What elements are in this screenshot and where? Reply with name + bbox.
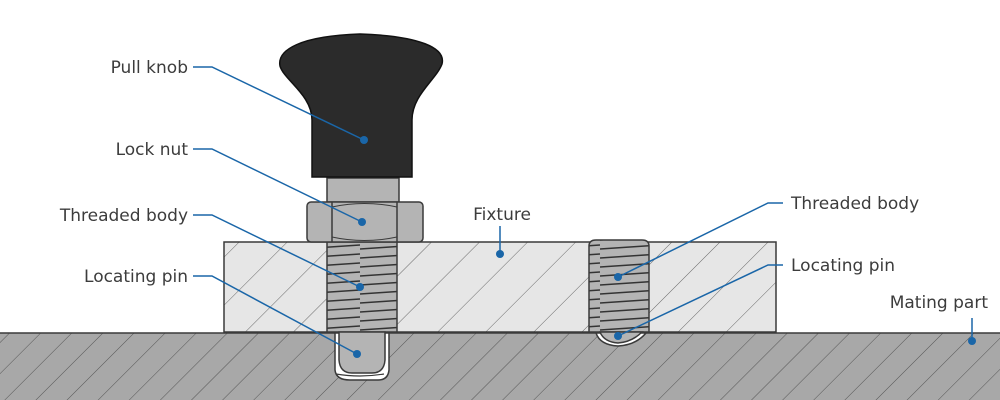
mating-part — [0, 332, 1000, 400]
label-locating-pin-left: Locating pin — [84, 267, 188, 287]
labels: Pull knob Lock nut Threaded body Locatin… — [59, 58, 988, 313]
pull-knob-shape — [279, 33, 444, 178]
label-lock-nut: Lock nut — [116, 140, 189, 160]
label-threaded-body-left: Threaded body — [59, 206, 188, 226]
leader-lines — [193, 66, 976, 358]
label-pull-knob: Pull knob — [111, 58, 188, 78]
label-mating-part: Mating part — [890, 293, 989, 313]
label-threaded-body-right: Threaded body — [790, 194, 919, 214]
locating-pin-left — [335, 331, 386, 377]
label-fixture: Fixture — [473, 205, 531, 225]
label-locating-pin-right: Locating pin — [791, 256, 895, 276]
plunger-shaft — [326, 177, 400, 203]
threaded-body-right — [588, 239, 650, 333]
